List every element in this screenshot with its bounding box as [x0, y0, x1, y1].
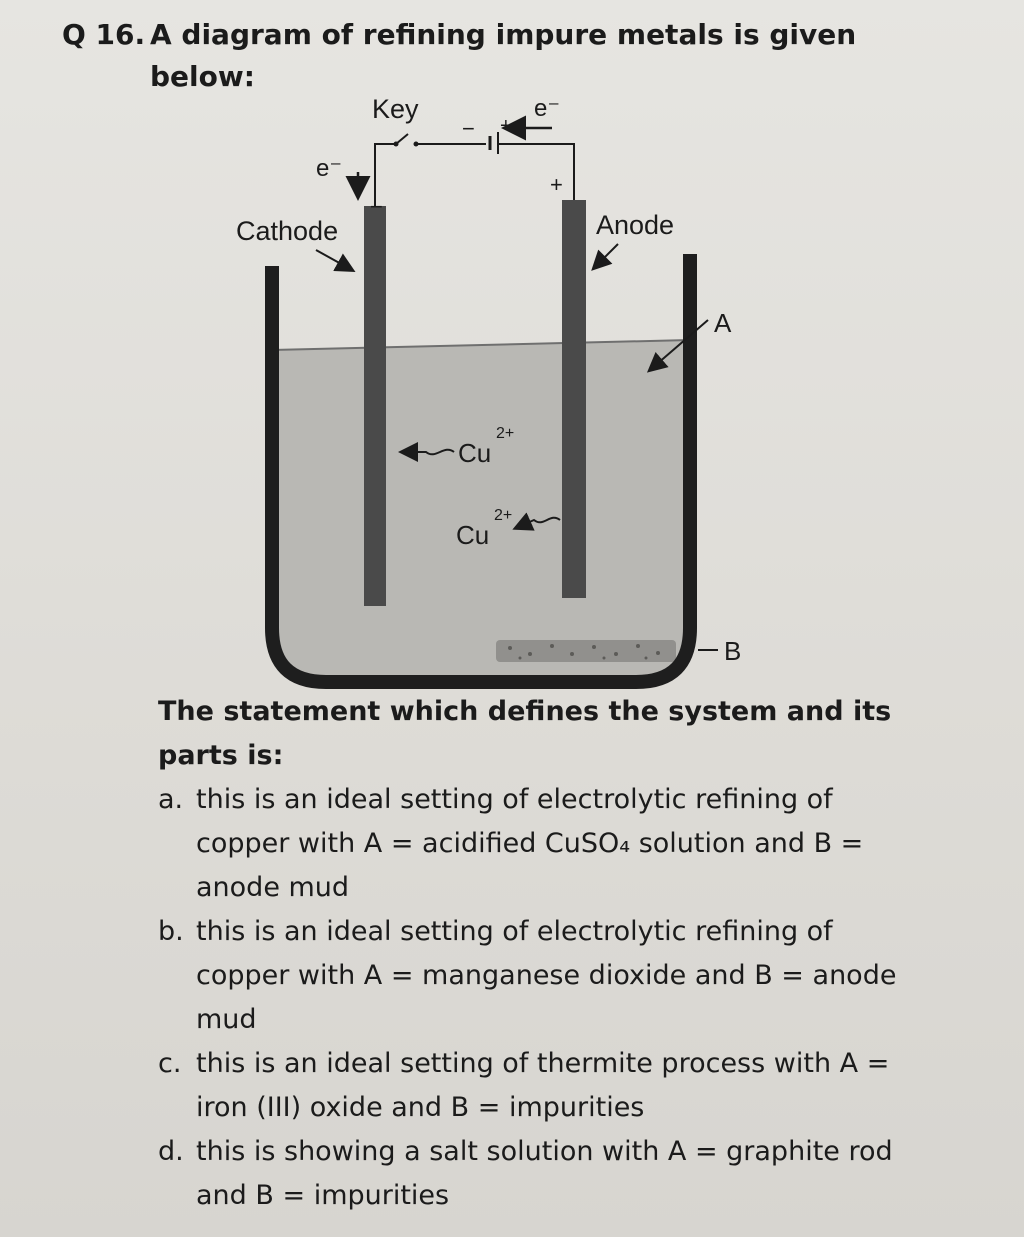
option-b[interactable]: b. this is an ideal setting of electroly… — [158, 910, 928, 1042]
label-a: A — [714, 308, 732, 338]
mud-speckles — [508, 644, 660, 660]
anode-plus-sign: + — [550, 172, 563, 197]
electrolytic-refining-diagram: Key e⁻ e⁻ − + − + Cathode Anode A B Cu 2… — [236, 94, 741, 689]
option-text: this is an ideal setting of thermite pro… — [196, 1048, 890, 1123]
circuit-wire-right — [498, 143, 575, 200]
option-letter: b. — [158, 916, 184, 947]
ion-label-1: Cu — [458, 438, 491, 468]
anode-label: Anode — [596, 210, 674, 240]
cathode-label: Cathode — [236, 216, 338, 246]
ion-arrow-to-cathode — [398, 442, 455, 462]
electron-label-left: e⁻ — [316, 155, 342, 182]
ion-arrow-from-anode — [512, 512, 561, 531]
option-letter: c. — [158, 1048, 182, 1079]
circuit-wire-left — [374, 143, 396, 206]
question-number: Q 16. — [62, 18, 146, 51]
electrolyte-solution — [272, 340, 690, 682]
statement-text: The statement which defines the system a… — [158, 696, 892, 771]
option-c[interactable]: c. this is an ideal setting of thermite … — [158, 1042, 928, 1130]
key-label: Key — [372, 94, 419, 124]
ion-label-2-charge: 2+ — [494, 507, 512, 524]
vessel — [265, 254, 697, 689]
option-text: this is showing a salt solution with A =… — [196, 1136, 893, 1211]
solution-surface — [271, 339, 691, 351]
battery-plus-sign: + — [500, 115, 512, 137]
key-switch — [395, 133, 409, 145]
answer-options: a. this is an ideal setting of electroly… — [158, 778, 928, 1218]
cathode-electrode — [364, 206, 386, 606]
ion-label-1-charge: 2+ — [496, 425, 514, 442]
a-pointer-arrow — [646, 319, 709, 373]
option-d[interactable]: d. this is showing a salt solution with … — [158, 1130, 928, 1218]
option-text: this is an ideal setting of electrolytic… — [196, 784, 864, 903]
cathode-pointer-arrow — [315, 249, 356, 272]
anode-electrode — [562, 200, 586, 598]
cathode-minus-sign: − — [370, 194, 383, 219]
ion-label-2: Cu — [456, 520, 489, 550]
option-text: this is an ideal setting of electrolytic… — [196, 916, 897, 1035]
label-b: B — [724, 636, 741, 666]
electron-label-top: e⁻ — [534, 95, 560, 122]
option-a[interactable]: a. this is an ideal setting of electroly… — [158, 778, 928, 910]
option-letter: d. — [158, 1136, 184, 1167]
question-text: A diagram of refining impure metals is g… — [150, 18, 857, 93]
battery-minus-sign: − — [462, 116, 475, 141]
anode-pointer-arrow — [591, 243, 619, 271]
option-letter: a. — [158, 784, 184, 815]
anode-mud — [496, 640, 676, 662]
